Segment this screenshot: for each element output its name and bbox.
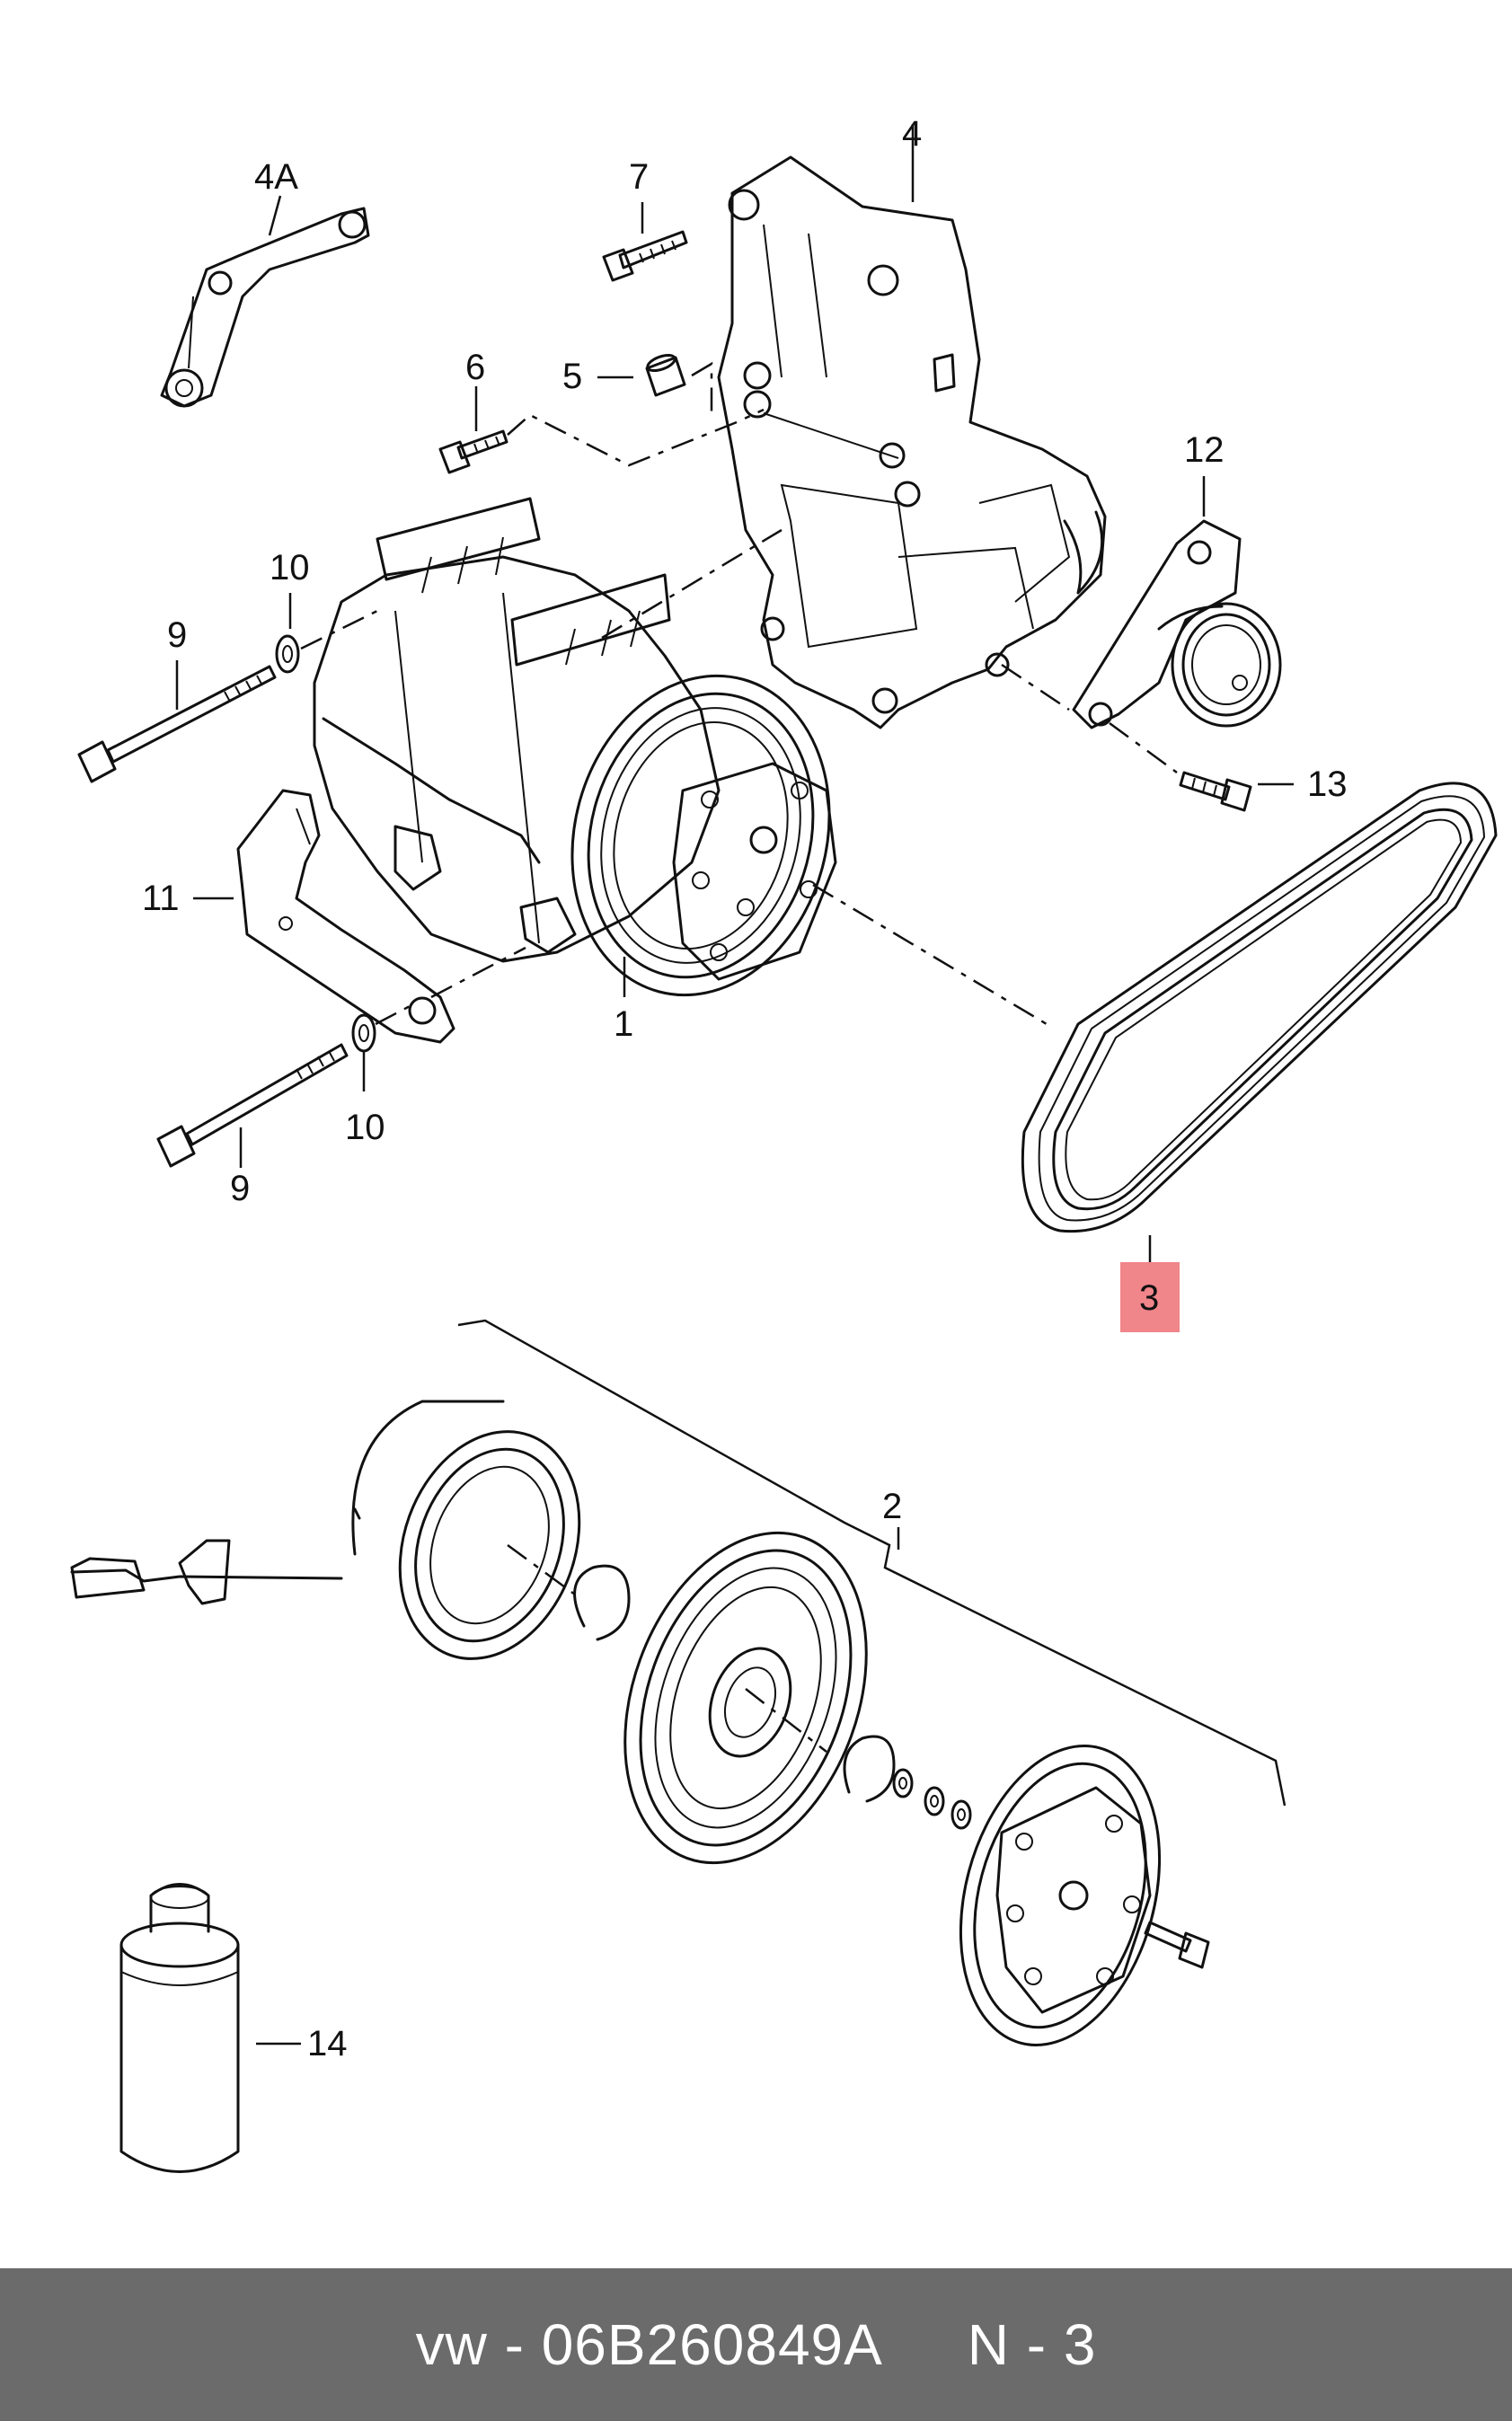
- callout-6: 6: [465, 348, 485, 387]
- bolt-9-lower: [156, 1043, 349, 1168]
- callout-4a: 4A: [254, 157, 298, 197]
- part-number-bar: vw - 06B260849A N - 3: [0, 2268, 1512, 2421]
- part-number-text: 06B260849A: [541, 2312, 883, 2377]
- callout-10-lower: 10: [345, 1108, 385, 1147]
- poly-v-belt-3: [1021, 782, 1498, 1233]
- belt-tensioner-12: [1072, 519, 1282, 729]
- lubricant-can-14: [119, 1883, 240, 2173]
- callout-7: 7: [629, 157, 649, 197]
- parts-diagram: 4A 7 4 6 5 12 10 9 13 11 1 10 9 3 2 14: [70, 114, 1498, 2173]
- mounting-bracket-4: [717, 155, 1107, 729]
- snap-ring-upper: [573, 1564, 631, 1641]
- clutch-bolt: [1144, 1921, 1210, 1969]
- bolt-9-upper: [77, 665, 277, 783]
- callout-4: 4: [902, 114, 922, 154]
- bolt-7: [602, 230, 688, 282]
- bolt-6: [438, 429, 508, 474]
- callout-14: 14: [307, 2024, 348, 2063]
- callout-10-upper: 10: [270, 548, 310, 588]
- callout-9-upper: 9: [167, 615, 187, 655]
- part-number-caption: vw - 06B260849A N - 3: [0, 2268, 1512, 2421]
- ac-compressor-1: [313, 497, 837, 997]
- callout-1: 1: [614, 1004, 633, 1044]
- callout-5: 5: [562, 357, 582, 396]
- callout-2: 2: [882, 1487, 902, 1526]
- snap-ring-lower: [843, 1735, 896, 1803]
- support-bracket-11: [236, 789, 455, 1044]
- washer-10-upper: [275, 634, 300, 674]
- washer-10-lower: [351, 1013, 376, 1053]
- brand-text: vw: [415, 2312, 488, 2377]
- shims: [892, 1768, 972, 1830]
- callout-9-lower: 9: [230, 1169, 250, 1208]
- callout-13: 13: [1307, 764, 1348, 804]
- bracket-arm-4a: [160, 207, 370, 408]
- callout-11: 11: [142, 879, 180, 918]
- callout-3-highlighted: 3: [1139, 1278, 1159, 1318]
- clutch-plate: [959, 1745, 1162, 2046]
- callout-12: 12: [1184, 430, 1225, 470]
- separator-text: -: [487, 2312, 542, 2377]
- diagram-position-text: N - 3: [967, 2312, 1097, 2377]
- field-coil: [70, 1400, 581, 1660]
- dowel-5: [645, 353, 686, 397]
- pulley: [623, 1531, 868, 1865]
- bolt-13: [1179, 771, 1252, 812]
